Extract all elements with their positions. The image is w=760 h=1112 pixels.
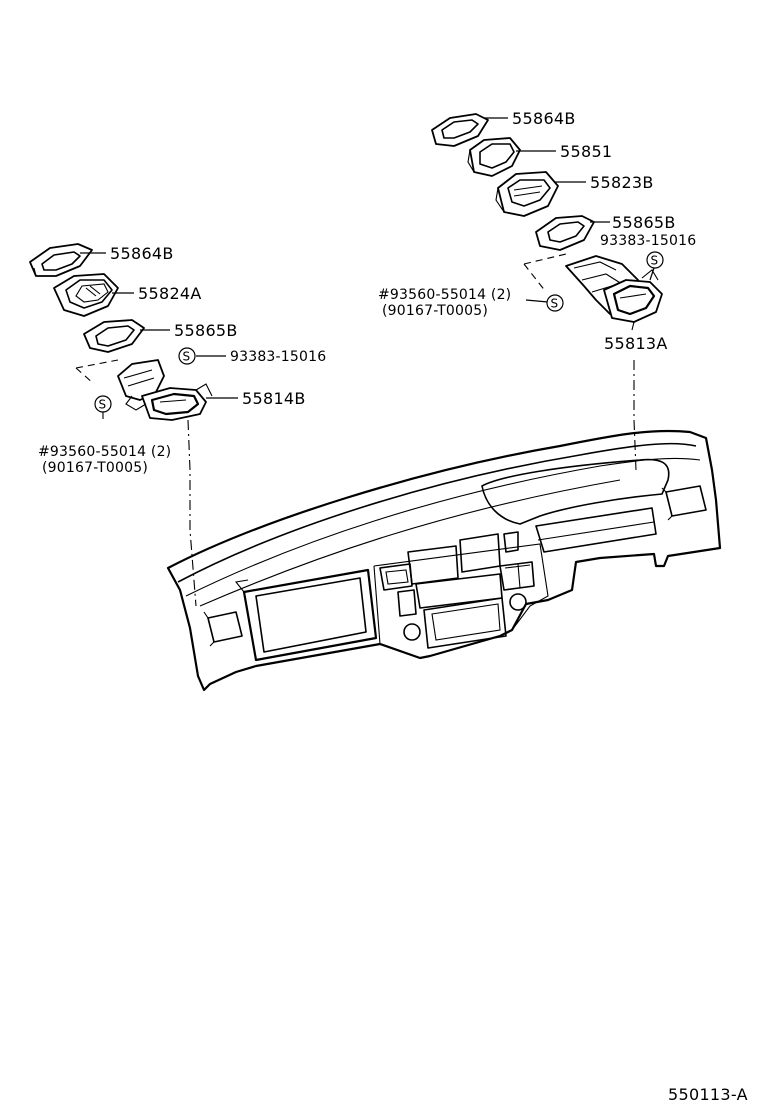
left-label-55864B: 55864B [110, 244, 174, 263]
right-part-55851 [467, 137, 521, 177]
left-vent-55824A [53, 273, 119, 317]
right-label-93560: #93560-55014 (2) [378, 287, 511, 303]
right-gasket-55864B [431, 113, 489, 147]
left-clip-symbol-icon: S [94, 395, 112, 413]
svg-text:S: S [551, 297, 559, 311]
left-label-93383: 93383-15016 [230, 349, 326, 365]
left-label-93560: #93560-55014 (2) [38, 444, 171, 460]
left-label-90167: (90167-T0005) [42, 460, 148, 476]
right-label-93383: 93383-15016 [600, 233, 696, 249]
right-duct-55813A [565, 255, 663, 331]
right-label-90167: (90167-T0005) [382, 303, 488, 319]
figure-id: 550113-A [668, 1085, 748, 1104]
instrument-panel [166, 429, 722, 692]
right-label-55813A: 55813A [604, 334, 668, 353]
left-label-55814B: 55814B [242, 389, 306, 408]
svg-text:S: S [183, 350, 191, 364]
left-vent-group: 55864B 55824A 55865B 93383-15016 55814B … [29, 243, 326, 607]
right-vent-group: 55864B 55851 55823B 55865B 93383-15016 #… [378, 109, 696, 471]
left-label-55824A: 55824A [138, 284, 202, 303]
right-label-55851: 55851 [560, 142, 612, 161]
svg-text:S: S [651, 254, 659, 268]
left-screw-symbol-icon: S [178, 347, 196, 365]
right-vent-55823B [495, 171, 559, 217]
left-gasket-55865B [83, 319, 145, 353]
svg-text:S: S [99, 398, 107, 412]
right-label-55823B: 55823B [590, 173, 654, 192]
right-label-55864B: 55864B [512, 109, 576, 128]
left-label-55865B: 55865B [174, 321, 238, 340]
right-clip-symbol-icon: S [546, 294, 564, 312]
right-label-55865B: 55865B [612, 213, 676, 232]
right-gasket-55865B [535, 215, 595, 251]
left-duct-55814B [117, 359, 213, 421]
left-gasket-55864B [29, 243, 93, 277]
right-screw-symbol-icon: S [646, 251, 664, 269]
